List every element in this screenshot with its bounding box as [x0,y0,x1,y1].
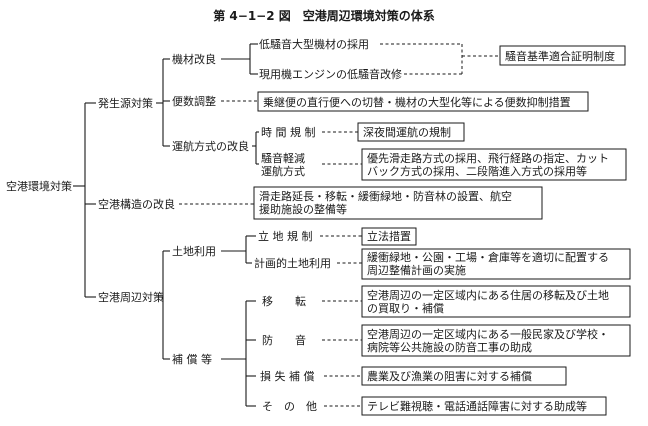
relocation-box [361,285,631,318]
structure-detail-1: 滑走路延長・移転・緩衝緑地・防音林の設置、航空 [259,189,512,203]
certification-label: 騒音基準適合証明制度 [505,49,615,63]
structure-label: 空港構造の改良 [98,197,175,211]
structure-detail-2: 援助施設の整備等 [259,202,347,216]
relocation-detail-2: の買取り・補償 [367,301,444,315]
night-restriction-label: 深夜間運航の規制 [363,125,451,139]
planned-detail-1: 緩衝緑地・公園・工場・倉庫等を適切に配置する [367,250,609,264]
loss-box [361,366,567,386]
other-label: そ の 他 [262,400,317,413]
flight-adjustment-label: 便数調整 [172,94,216,108]
soundproofing-detail-2: 病院等公共施設の防音工事の助成 [367,340,532,354]
noise-method-label-1: 騒音軽減 [261,151,305,165]
operation-label: 運航方式の改良 [172,139,249,153]
noise-method-detail-2: バック方式の採用、二段階進入方式の採用等 [367,164,587,178]
relocation-label: 移 転 [262,295,306,308]
other-detail: テレビ難視聴・電話通話障害に対する助成等 [367,399,587,413]
diagram-title: 第 4−1−2 図 空港周辺環境対策の体系 [213,8,435,23]
structure-box [253,186,543,220]
soundproofing-label: 防 音 [262,333,306,347]
equipment-label: 機材改良 [172,52,216,66]
low-noise-aircraft-label: 低騒音大型機材の採用 [259,37,369,51]
source-label: 発生源対策 [98,96,153,110]
siting-detail: 立法措置 [367,229,411,243]
loss-label: 損 失 補 償 [260,369,315,383]
time-restriction-label: 時 間 規 制 [261,125,316,139]
compensation-label: 補 償 等 [172,352,212,366]
root-label: 空港環境対策 [6,179,72,193]
night-restriction-box [357,122,465,142]
flight-adjustment-box [257,91,589,112]
noise-method-detail-1: 優先滑走路方式の採用、飛行経路の指定、カット [367,151,609,165]
engine-retrofit-label: 現用機エンジンの低騒音改修 [259,67,402,81]
relocation-detail-1: 空港周辺の一定区域内にある住居の移転及び土地 [367,288,609,302]
land-use-label: 土地利用 [172,245,216,258]
noise-method-box [361,148,627,181]
noise-method-label-2: 運航方式 [261,164,305,178]
surroundings-label: 空港周辺対策 [98,290,164,304]
soundproofing-detail-1: 空港周辺の一定区域内にある一般民家及び学校・ [367,327,609,341]
flight-adjustment-detail: 乗継便の直行便への切替・機材の大型化等による便数抑制措置 [263,95,571,109]
soundproofing-box [361,324,631,357]
other-box [361,396,607,416]
certification-box [499,45,626,66]
loss-detail: 農業及び漁業の阻害に対する補償 [367,369,532,383]
planned-box [361,248,631,280]
siting-label: 立 地 規 制 [258,229,313,243]
planned-label: 計画的土地利用 [254,256,331,270]
planned-detail-2: 周辺整備計画の実施 [367,263,466,277]
siting-box [361,227,417,246]
